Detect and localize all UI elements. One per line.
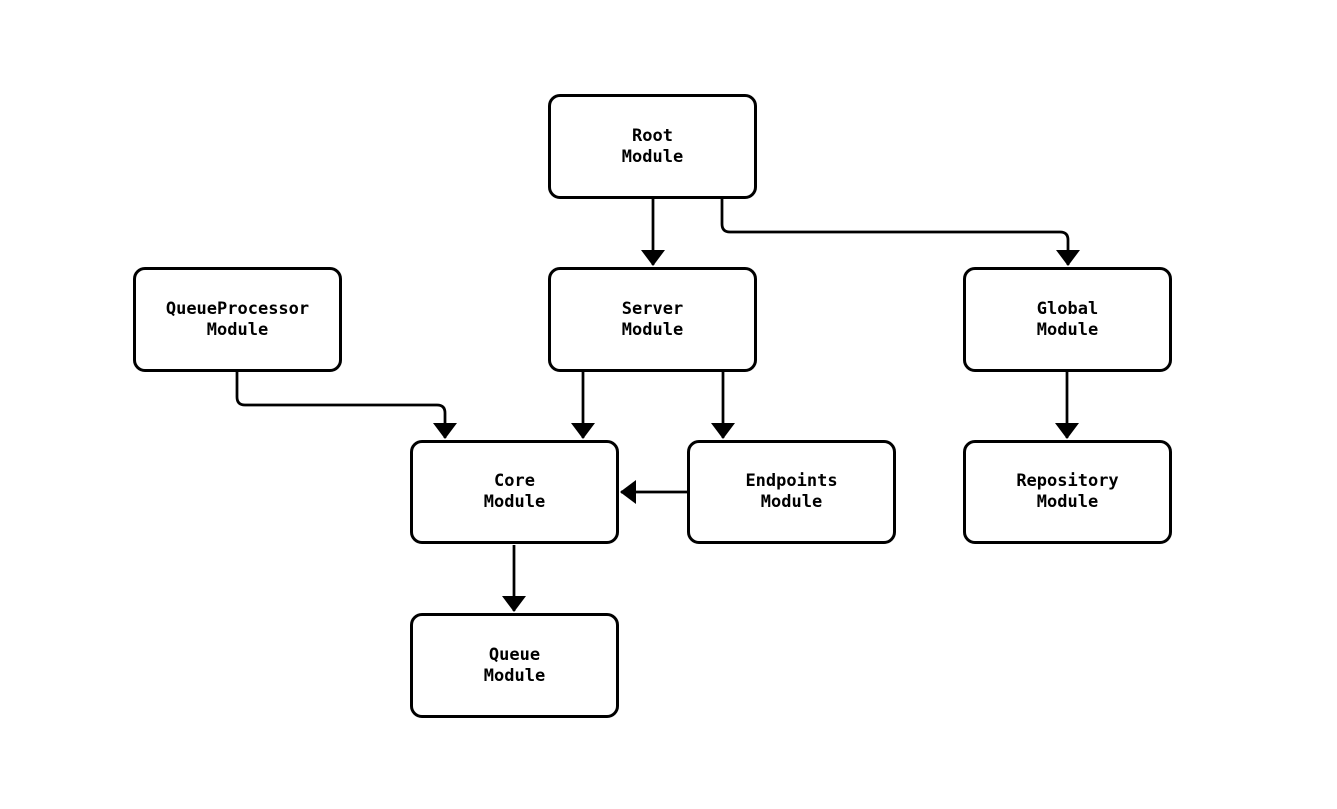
node-global-module: Global Module: [963, 267, 1172, 372]
node-label-core: Core Module: [483, 471, 546, 512]
node-root-module: Root Module: [548, 94, 757, 199]
node-label-server: Server Module: [621, 298, 684, 340]
node-label-queue: Queue Module: [483, 644, 546, 686]
edge-root-to-global: [720, 199, 1080, 266]
node-queueprocessor-module: QueueProcessor Module: [133, 267, 342, 372]
node-repository-module: Repository Module: [963, 440, 1172, 544]
node-label-repository: Repository Module: [1016, 471, 1119, 512]
node-queue-module: Queue Module: [410, 613, 619, 718]
node-label-endpoints: Endpoints Module: [745, 471, 838, 512]
node-label-queueprocessor: QueueProcessor Module: [165, 298, 310, 340]
node-server-module: Server Module: [548, 267, 757, 372]
node-endpoints-module: Endpoints Module: [687, 440, 896, 544]
edge-queueprocessor-to-core: [235, 372, 457, 439]
node-core-module: Core Module: [410, 440, 619, 544]
node-label-global: Global Module: [1036, 298, 1099, 340]
node-label-root: Root Module: [621, 125, 684, 167]
